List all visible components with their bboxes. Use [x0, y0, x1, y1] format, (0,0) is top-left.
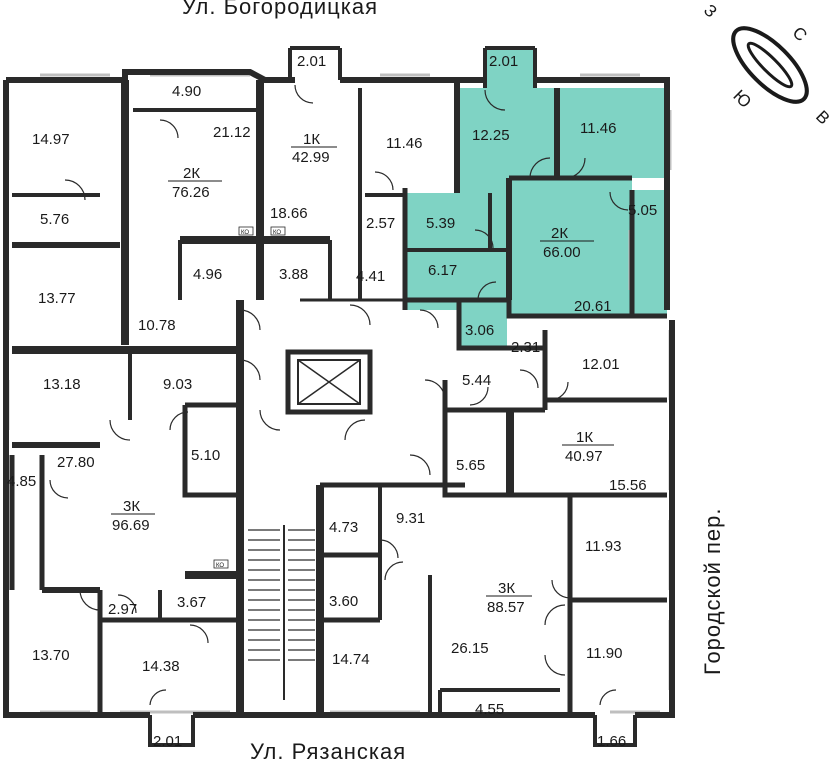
room-area: 6.17	[428, 262, 457, 279]
room-area: 9.03	[163, 376, 192, 393]
compass-west: З	[700, 1, 721, 22]
room-area: 2.01	[297, 53, 326, 70]
room-area: 14.97	[32, 131, 70, 148]
room-area: 14.38	[142, 658, 180, 675]
room-area: 2.01	[489, 53, 518, 70]
compass-south: Ю	[729, 86, 755, 112]
room-area: 3.06	[465, 322, 494, 339]
apartment-type: 2К	[551, 225, 568, 242]
apartment-type: 3К	[123, 498, 140, 515]
room-area: 2.31	[511, 339, 540, 356]
room-area: 14.74	[332, 651, 370, 668]
room-area: 13.77	[38, 290, 76, 307]
apartment-type: 1К	[576, 429, 593, 446]
staircase	[248, 525, 315, 700]
room-area: 26.15	[451, 640, 489, 657]
room-area: 5.65	[456, 457, 485, 474]
room-area: 4.73	[329, 519, 358, 536]
room-area: 1.66	[597, 733, 626, 750]
room-area: 4.96	[193, 266, 222, 283]
apartment-total: 96.69	[112, 517, 150, 534]
room-area: 27.80	[57, 454, 95, 471]
room-area: 5.44	[462, 372, 491, 389]
street-top-label: Ул. Богородицкая	[182, 0, 378, 19]
room-area: 4.90	[172, 83, 201, 100]
apartment-labels: 2К 76.26 1К 42.99 2К 66.00 1К 40.97 3К 9…	[111, 131, 614, 616]
room-area: 5.10	[191, 447, 220, 464]
svg-text:КО: КО	[216, 563, 224, 569]
room-area: 3.67	[177, 594, 206, 611]
apartment-total: 40.97	[565, 448, 603, 465]
apartment-total: 76.26	[172, 184, 210, 201]
compass-east: В	[812, 107, 831, 128]
room-area: 5.39	[426, 215, 455, 232]
room-area: 9.31	[396, 510, 425, 527]
elevator-shaft	[285, 349, 373, 415]
room-area: 5.76	[40, 211, 69, 228]
apartment-total: 42.99	[292, 149, 330, 166]
compass-rose	[731, 26, 809, 104]
room-areas: 14.97 4.90 21.12 5.76 2.01 18.66 11.46 2…	[7, 53, 657, 750]
apartment-total: 66.00	[543, 244, 581, 261]
apartment-total: 88.57	[487, 599, 525, 616]
highlighted-apartment[interactable]	[405, 48, 667, 348]
door-swings	[49, 84, 629, 706]
room-area: 12.25	[472, 127, 510, 144]
room-area: 2.57	[366, 215, 395, 232]
room-area: 3.60	[329, 593, 358, 610]
room-area: 15.56	[609, 477, 647, 494]
apartment-type: 2К	[183, 165, 200, 182]
svg-text:КО: КО	[241, 230, 249, 236]
room-area: 21.12	[213, 124, 251, 141]
room-area: 11.90	[586, 645, 622, 662]
room-area: 13.70	[32, 647, 70, 664]
room-area: 11.46	[580, 120, 616, 137]
apartment-type: 1К	[303, 131, 320, 148]
room-area: 12.01	[582, 356, 620, 373]
room-area: 4.41	[356, 268, 385, 285]
room-area: 13.18	[43, 376, 81, 393]
room-area: 11.93	[585, 538, 621, 555]
room-area: 20.61	[574, 298, 612, 315]
walls	[3, 46, 675, 747]
room-area: 5.05	[628, 202, 657, 219]
room-area: 2.01	[153, 733, 182, 750]
room-area: 4.85	[7, 473, 36, 490]
room-area: 18.66	[270, 205, 308, 222]
room-area: 2.97	[108, 601, 137, 618]
svg-text:КО: КО	[273, 230, 281, 236]
room-area: 3.88	[279, 266, 308, 283]
street-bottom-label: Ул. Рязанская	[250, 739, 407, 764]
compass-north: С	[789, 23, 811, 45]
room-area: 11.46	[386, 135, 422, 152]
room-area: 10.78	[138, 317, 176, 334]
room-area: 4.55	[475, 701, 504, 718]
apartment-type: 3К	[498, 580, 515, 597]
ko-tags: КО КО КО	[213, 226, 286, 569]
